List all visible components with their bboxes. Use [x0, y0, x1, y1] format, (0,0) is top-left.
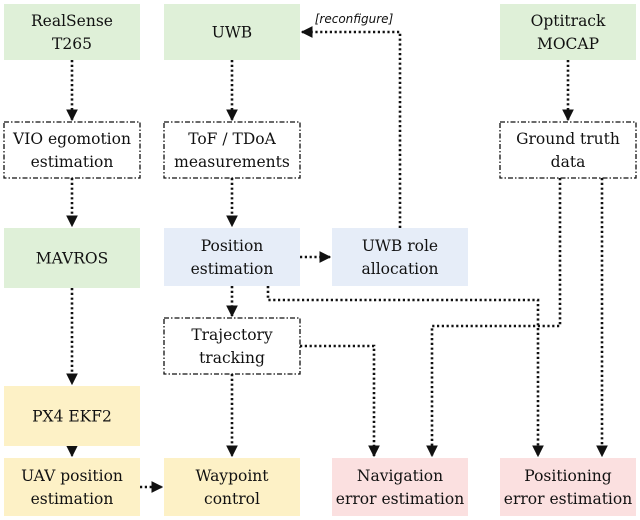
block-groundtruth-frame: [499, 121, 637, 179]
block-poserr-frame: [500, 458, 636, 516]
arrow-trajectory-to-naverr: [300, 344, 380, 458]
block-uwb-label-1: UWB: [212, 24, 252, 42]
block-position-label-1: Position: [201, 237, 264, 255]
block-trajectory-label-1: Trajectory: [191, 326, 273, 344]
block-groundtruth: Ground truth data: [499, 121, 637, 179]
block-uwbrole-label-1: UWB role: [362, 237, 438, 255]
block-poserr-label-2: error estimation: [504, 490, 632, 508]
block-waypoint-frame: [164, 458, 300, 516]
reconfigure-label: [reconfigure]: [315, 12, 394, 26]
block-tof-label-2: measurements: [174, 153, 290, 171]
block-waypoint-label-1: Waypoint: [195, 467, 269, 485]
block-naverr-frame: [332, 458, 468, 516]
block-uwb-frame: [164, 4, 300, 60]
block-waypoint: Waypoint control: [164, 458, 300, 516]
block-uwb: UWB: [164, 4, 300, 60]
block-px4-label-1: PX4 EKF2: [32, 408, 112, 426]
block-px4-frame: [4, 386, 140, 446]
block-tof: ToF / TDoA measurements: [163, 121, 301, 179]
block-uwbrole-frame: [332, 228, 468, 286]
block-trajectory-frame: [163, 317, 301, 375]
arrow-uwbrole-to-uwb: [300, 26, 402, 228]
block-naverr-label-2: error estimation: [336, 490, 464, 508]
block-optitrack-label-1: Optitrack: [531, 12, 606, 30]
block-vio: VIO egomotion estimation: [3, 121, 141, 179]
block-optitrack-frame: [500, 4, 636, 60]
block-poserr-label-1: Positioning: [524, 467, 611, 485]
block-poserr: Positioning error estimation: [500, 458, 636, 516]
block-realsense-label-2: T265: [52, 35, 92, 53]
block-mavros-frame: [4, 228, 140, 288]
block-position: Position estimation: [164, 228, 300, 286]
block-uavpos-label-2: estimation: [31, 490, 114, 508]
block-tof-label-1: ToF / TDoA: [188, 130, 276, 148]
block-vio-frame: [3, 121, 141, 179]
block-uavpos-frame: [4, 458, 140, 516]
arrow-groundtruth-to-naverr: [426, 178, 562, 458]
block-uavpos: UAV position estimation: [4, 458, 140, 516]
connections: [66, 26, 608, 493]
block-vio-label-2: estimation: [31, 153, 114, 171]
block-realsense-label-1: RealSense: [31, 12, 113, 30]
block-uavpos-label-1: UAV position: [21, 467, 123, 485]
block-mavros: MAVROS: [4, 228, 140, 288]
block-groundtruth-label-1: Ground truth: [516, 130, 620, 148]
block-uwbrole: UWB role allocation: [332, 228, 468, 286]
block-trajectory-label-2: tracking: [199, 349, 265, 367]
block-mavros-label-1: MAVROS: [36, 250, 108, 268]
block-position-label-2: estimation: [191, 260, 274, 278]
block-waypoint-label-2: control: [204, 490, 260, 508]
block-px4: PX4 EKF2: [4, 386, 140, 446]
block-optitrack-label-2: MOCAP: [537, 35, 599, 53]
block-realsense-frame: [4, 4, 140, 60]
block-groundtruth-label-2: data: [551, 153, 586, 171]
block-position-frame: [164, 228, 300, 286]
block-uwbrole-label-2: allocation: [362, 260, 439, 278]
arrow-position-to-poserr: [266, 286, 544, 458]
block-naverr: Navigation error estimation: [332, 458, 468, 516]
block-vio-label-1: VIO egomotion: [12, 130, 131, 148]
block-trajectory: Trajectory tracking: [163, 317, 301, 375]
block-naverr-label-1: Navigation: [357, 467, 443, 485]
block-tof-frame: [163, 121, 301, 179]
